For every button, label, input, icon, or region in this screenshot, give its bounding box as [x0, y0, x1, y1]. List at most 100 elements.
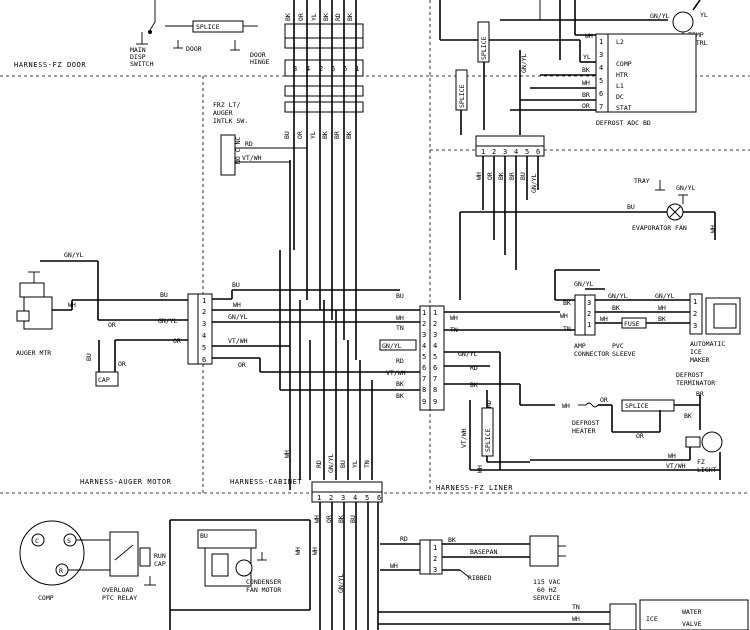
svg-text:ICE: ICE — [690, 348, 702, 356]
svg-text:TN: TN — [396, 324, 404, 332]
svg-text:MAKER: MAKER — [690, 356, 710, 364]
svg-text:DC: DC — [616, 93, 624, 101]
svg-text:GN/YL: GN/YL — [64, 251, 84, 259]
svg-text:1: 1 — [317, 494, 321, 502]
svg-text:9: 9 — [422, 398, 426, 406]
svg-text:COMP: COMP — [616, 60, 632, 68]
svg-text:WH: WH — [600, 315, 608, 323]
svg-text:PTC RELAY: PTC RELAY — [102, 594, 137, 602]
svg-text:WH: WH — [475, 172, 483, 180]
door-hinge-connector: 3 4 2 5 6 1 — [284, 23, 364, 113]
svg-text:GN/YL: GN/YL — [608, 292, 628, 300]
liner-labels-left: GN/YL BU WH TN RD VT/WH BK BK — [379, 292, 417, 400]
svg-text:3: 3 — [503, 148, 507, 156]
svg-text:BU: BU — [339, 460, 347, 468]
auger-connector: 1 2 3 4 5 6 — [187, 293, 213, 365]
svg-text:OR: OR — [486, 172, 494, 180]
svg-text:OR: OR — [118, 360, 126, 368]
svg-text:3: 3 — [422, 331, 426, 339]
svg-text:HINGE: HINGE — [250, 58, 270, 66]
door-hinge-label: DOOR HINGE — [250, 51, 270, 66]
cabinet-lower-connector: 1 2 3 4 5 6 WH OR BK BU GN/YL — [311, 481, 383, 630]
amp-connector: 3 2 1 AMP CONNECTOR GN/YL BK WH TN — [554, 269, 609, 358]
svg-text:60 HZ: 60 HZ — [537, 586, 557, 594]
svg-text:AUGER: AUGER — [213, 109, 233, 117]
svg-text:WH: WH — [233, 301, 241, 309]
svg-text:OR: OR — [325, 515, 333, 523]
svg-text:YL: YL — [583, 53, 591, 61]
svg-text:CAP: CAP — [154, 560, 166, 568]
svg-text:BK: BK — [322, 13, 330, 21]
svg-text:FAN MOTOR: FAN MOTOR — [246, 586, 281, 594]
svg-text:WH: WH — [390, 562, 398, 570]
svg-text:WH: WH — [572, 615, 580, 623]
svg-text:CONDENSER: CONDENSER — [246, 578, 281, 586]
svg-text:L1: L1 — [616, 82, 624, 90]
svg-text:OR: OR — [636, 432, 644, 440]
svg-text:WH: WH — [476, 465, 484, 473]
splice-vertical-1: SPLICE — [477, 21, 490, 130]
svg-text:3: 3 — [693, 322, 697, 330]
svg-text:SPLICE: SPLICE — [480, 36, 488, 60]
svg-text:WH: WH — [668, 452, 676, 460]
svg-text:RD: RD — [485, 400, 493, 408]
svg-text:SPLICE: SPLICE — [458, 84, 466, 108]
svg-text:1: 1 — [481, 148, 485, 156]
svg-text:GN/YL: GN/YL — [382, 342, 402, 350]
svg-text:WH: WH — [562, 402, 570, 410]
svg-text:EVAPORATOR FAN: EVAPORATOR FAN — [632, 224, 687, 232]
service-plug: 1 2 3 RD WH BK BASEPAN RIBBED 115 VAC 60… — [380, 535, 566, 602]
splice-vertical-2: SPLICE — [455, 69, 468, 135]
svg-text:BK: BK — [497, 172, 505, 180]
svg-text:YL: YL — [700, 11, 708, 19]
svg-text:WH: WH — [585, 32, 593, 40]
svg-text:C: C — [35, 537, 39, 545]
svg-text:BU: BU — [396, 292, 404, 300]
evaporator-fan: TRAY GN/YL BU WH EVAPORATOR FAN — [459, 177, 717, 300]
svg-text:BK: BK — [448, 536, 456, 544]
auger-to-cabinet-wires: BU WH GN/YL VT/WH OR — [212, 281, 420, 373]
svg-text:2: 2 — [329, 494, 333, 502]
svg-text:6: 6 — [377, 494, 381, 502]
svg-text:TN: TN — [563, 325, 571, 333]
svg-text:7: 7 — [422, 375, 426, 383]
svg-text:5: 5 — [331, 65, 335, 73]
svg-text:CONNECTOR: CONNECTOR — [574, 350, 609, 358]
svg-text:1: 1 — [433, 309, 437, 317]
svg-text:2: 2 — [492, 148, 496, 156]
svg-text:GN/YL: GN/YL — [650, 12, 670, 20]
svg-text:GN/YL: GN/YL — [327, 453, 335, 473]
section-cabinet: HARNESS-CABINET — [230, 478, 302, 486]
svg-text:WATER: WATER — [682, 608, 702, 616]
compressor: C S R COMP — [19, 520, 110, 602]
svg-text:RD: RD — [470, 364, 478, 372]
svg-text:GN/YL: GN/YL — [520, 53, 528, 73]
svg-text:YL: YL — [310, 13, 318, 21]
central-bundle: WH RD GN/YL BU YL TN — [279, 160, 420, 490]
svg-text:2: 2 — [202, 308, 206, 316]
top-right-wires: GN/YL WH — [439, 0, 670, 60]
fz-light: FZ LIGHT WH VT/WH — [530, 431, 723, 480]
svg-text:GN/YL: GN/YL — [228, 313, 248, 321]
svg-text:DEFROST ADC BD: DEFROST ADC BD — [596, 119, 651, 127]
svg-text:OR: OR — [296, 131, 304, 139]
svg-text:BK: BK — [345, 131, 353, 139]
splice-top: SPLICE — [165, 20, 258, 33]
svg-text:RD: RD — [245, 140, 253, 148]
svg-text:WH: WH — [560, 312, 568, 320]
svg-text:WH: WH — [313, 515, 321, 523]
svg-text:OR: OR — [582, 102, 590, 110]
svg-text:VT/WH: VT/WH — [242, 154, 262, 162]
svg-text:5: 5 — [365, 494, 369, 502]
svg-text:2: 2 — [433, 320, 437, 328]
svg-text:3: 3 — [587, 299, 591, 307]
svg-text:R: R — [59, 567, 63, 575]
svg-text:L2: L2 — [616, 38, 624, 46]
svg-text:OR: OR — [173, 337, 181, 345]
svg-text:BK: BK — [684, 412, 692, 420]
condenser-fan: BU CONDENSER FAN MOTOR WH WH — [169, 519, 319, 630]
svg-text:YL: YL — [309, 131, 317, 139]
svg-text:BK: BK — [396, 392, 404, 400]
svg-text:6: 6 — [202, 356, 206, 364]
svg-text:GN/YL: GN/YL — [158, 317, 178, 325]
